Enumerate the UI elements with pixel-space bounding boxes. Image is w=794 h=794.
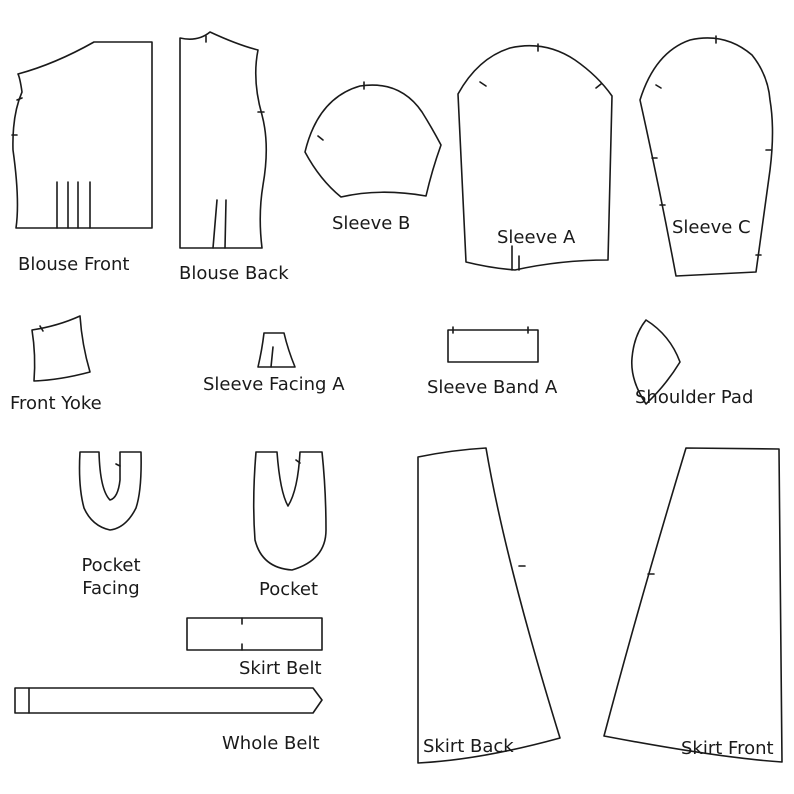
pocket-piece (252, 451, 327, 571)
skirt-back-piece (417, 447, 561, 764)
blouse-back-label: Blouse Back (179, 263, 289, 284)
skirt-belt-label: Skirt Belt (239, 658, 322, 679)
sleeve-c-piece (639, 35, 774, 277)
sleeve-facing-a-piece (257, 332, 296, 368)
sleeve-band-a-piece (447, 326, 539, 363)
blouse-front-label: Blouse Front (18, 254, 130, 275)
skirt-front-label: Skirt Front (681, 738, 774, 759)
whole-belt-label: Whole Belt (222, 733, 320, 754)
sleeve-c-label: Sleeve C (672, 217, 751, 238)
sleeve-a-label: Sleeve A (497, 227, 576, 248)
sleeve-b-label: Sleeve B (332, 213, 411, 234)
skirt-back-label: Skirt Back (423, 736, 514, 757)
pocket-label: Pocket (259, 579, 319, 600)
skirt-front-piece (603, 447, 783, 763)
front-yoke-piece (31, 315, 91, 382)
blouse-front-piece (11, 41, 153, 229)
front-yoke-label: Front Yoke (10, 393, 102, 414)
pocket-facing-label-line1: Pocket (81, 555, 141, 576)
sleeve-band-a-label: Sleeve Band A (427, 377, 558, 398)
blouse-back-piece (179, 31, 268, 249)
pocket-facing-label: Pocket Facing (66, 554, 156, 600)
whole-belt-piece (14, 687, 323, 714)
pocket-facing-label-line2: Facing (82, 578, 140, 599)
sleeve-facing-a-label: Sleeve Facing A (203, 374, 345, 395)
sleeve-a-piece (457, 43, 613, 271)
pocket-facing-piece (78, 451, 142, 531)
skirt-belt-piece (186, 617, 323, 651)
sleeve-b-piece (304, 81, 442, 198)
shoulder-pad-piece (630, 319, 681, 405)
shoulder-pad-label: Shoulder Pad (635, 387, 754, 408)
